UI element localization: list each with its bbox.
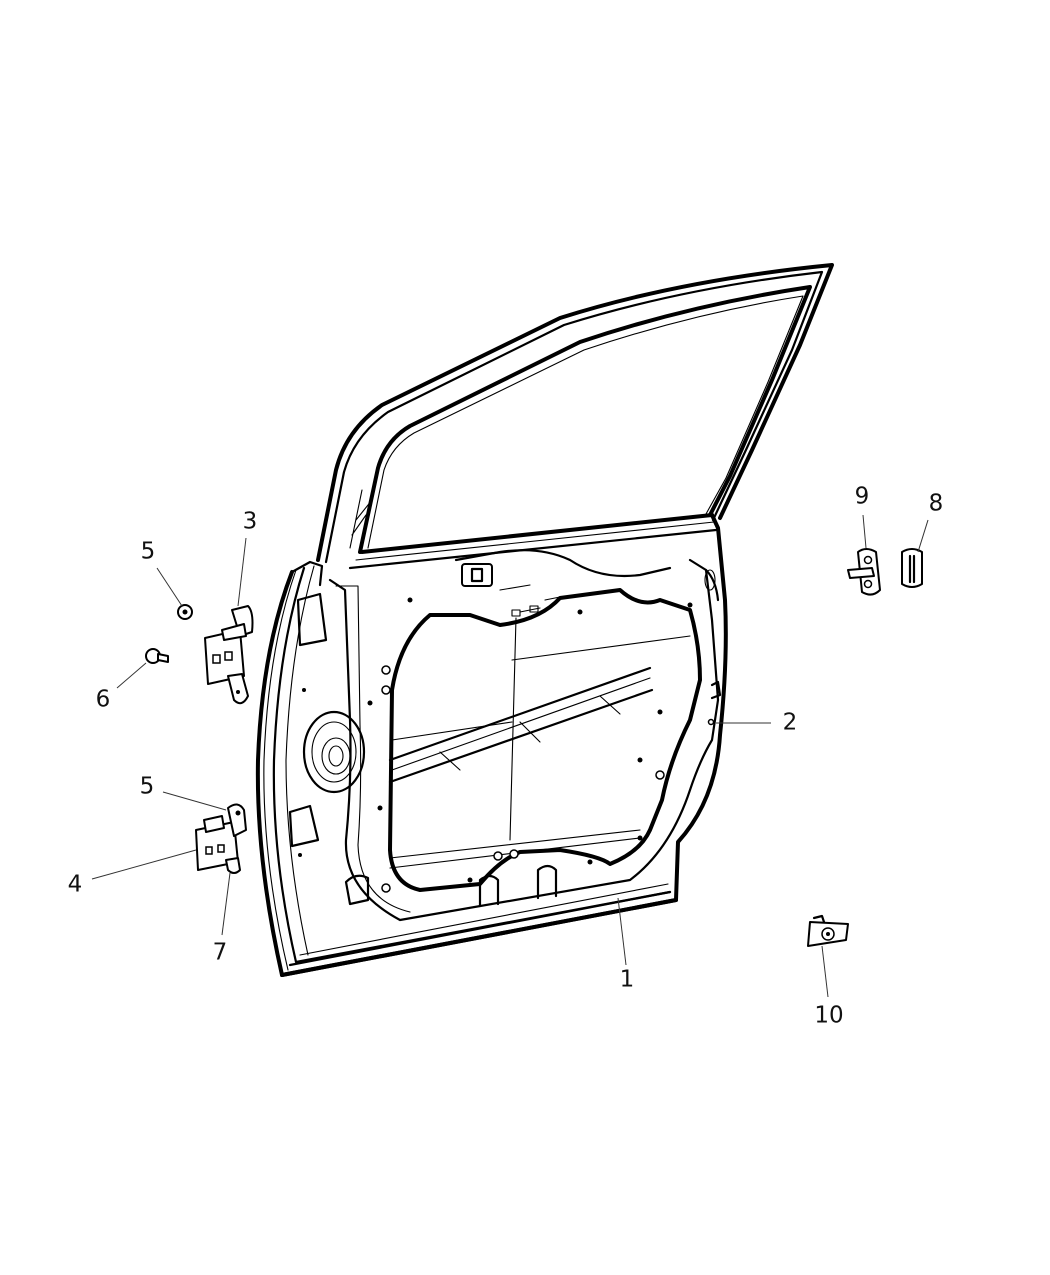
callout-8: 8 (928, 490, 944, 517)
callout-9: 9 (854, 483, 870, 510)
bolt (145, 648, 169, 664)
callout-10: 10 (814, 1002, 844, 1029)
callout-1: 1 (619, 966, 635, 993)
striker-bushing (901, 548, 923, 588)
callout-6: 6 (95, 686, 111, 713)
door-shell (255, 263, 834, 977)
callout-7: 7 (212, 939, 228, 966)
nut-upper (177, 604, 193, 620)
callout-5-upper: 5 (140, 538, 156, 565)
clip-nut (807, 914, 849, 947)
door-striker (847, 548, 881, 596)
callout-5-lower: 5 (139, 773, 155, 800)
callout-3: 3 (242, 508, 258, 535)
leader-lines (91, 514, 929, 998)
callout-4: 4 (67, 871, 83, 898)
callout-2: 2 (782, 709, 798, 736)
lower-hinge (195, 803, 247, 874)
upper-hinge (204, 605, 254, 705)
